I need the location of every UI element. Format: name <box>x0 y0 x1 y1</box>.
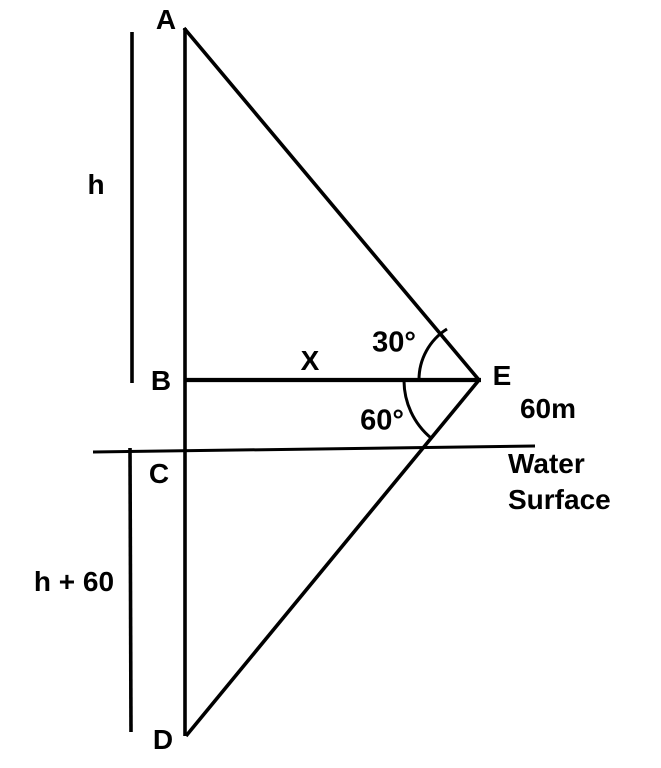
line-AE <box>182 26 481 382</box>
height-label-h: h <box>87 169 105 200</box>
line-DE <box>184 378 481 738</box>
vertex-label-C: C <box>148 458 170 489</box>
water-surface-line <box>92 444 536 454</box>
vertex-label-B: B <box>150 365 172 396</box>
angle-label-30: 30° <box>372 326 416 359</box>
water-surface-label-line1: Water <box>508 448 585 479</box>
angle-label-60: 60° <box>360 404 404 437</box>
distance-label-60m: 60m <box>519 393 577 424</box>
vertex-label-E: E <box>492 360 512 391</box>
distance-label-x: X <box>300 345 320 376</box>
water-surface-label-line2: Surface <box>508 484 611 515</box>
vertex-label-A: A <box>155 4 177 35</box>
angle-30-arc <box>417 327 448 381</box>
water-surface-label: Water Surface <box>508 446 611 518</box>
angle-60-arc <box>402 379 432 440</box>
vertex-label-D: D <box>152 724 174 755</box>
h-plus-60-bracket-line <box>128 447 133 733</box>
height-label-h-plus-60: h + 60 <box>33 566 115 597</box>
